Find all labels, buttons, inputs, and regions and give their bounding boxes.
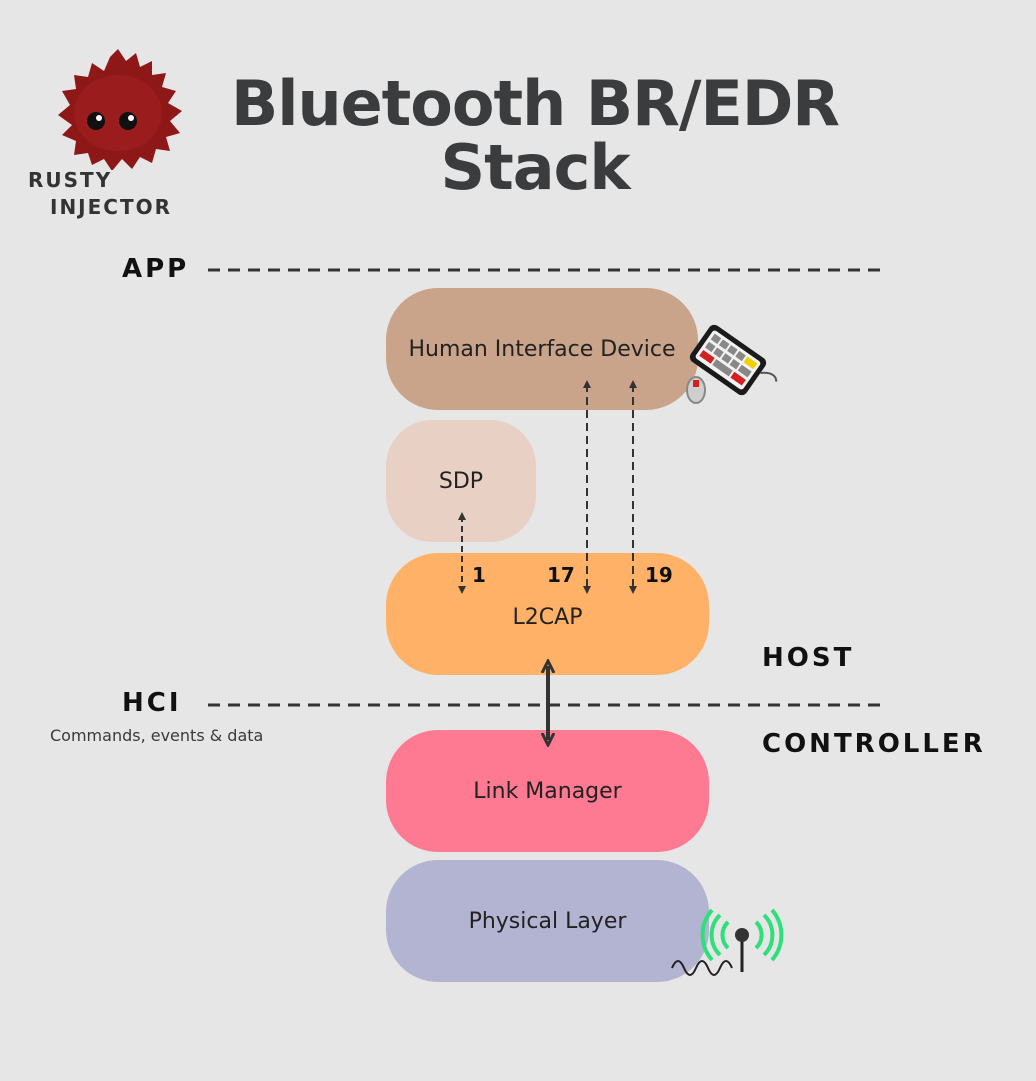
antenna-signal-icon (671, 908, 784, 976)
brand-line2: INJECTOR (50, 195, 173, 219)
link-manager-block: Link Manager (386, 730, 709, 852)
physical-layer-label: Physical Layer (468, 908, 627, 934)
title-line2: Stack (440, 131, 630, 204)
link-manager-label: Link Manager (473, 778, 622, 804)
keyboard-mouse-icon (689, 324, 778, 396)
controller-layer-label: CONTROLLER (762, 729, 986, 759)
sdp-label: SDP (438, 468, 484, 494)
physical-layer-block: Physical Layer (386, 860, 709, 982)
mouse-icon (686, 376, 706, 404)
hid-block: Human Interface Device (386, 288, 698, 410)
ferris-crab-icon (58, 49, 182, 170)
psm-sdp-port: 1 (472, 563, 486, 587)
title-line1: Bluetooth BR/EDR (230, 67, 840, 140)
hci-subtitle: Commands, events & data (50, 726, 264, 745)
brand-line1: RUSTY (28, 168, 113, 192)
host-layer-label: HOST (762, 643, 855, 673)
page-title: Bluetooth BR/EDR Stack (200, 72, 870, 200)
l2cap-label: L2CAP (512, 604, 583, 630)
hid-label: Human Interface Device (408, 336, 676, 362)
l2cap-block: L2CAP (386, 553, 709, 675)
psm-hid-interrupt-port: 19 (645, 563, 673, 587)
hci-layer-label: HCI (122, 688, 182, 718)
psm-hid-control-port: 17 (547, 563, 575, 587)
app-layer-label: APP (122, 254, 190, 284)
